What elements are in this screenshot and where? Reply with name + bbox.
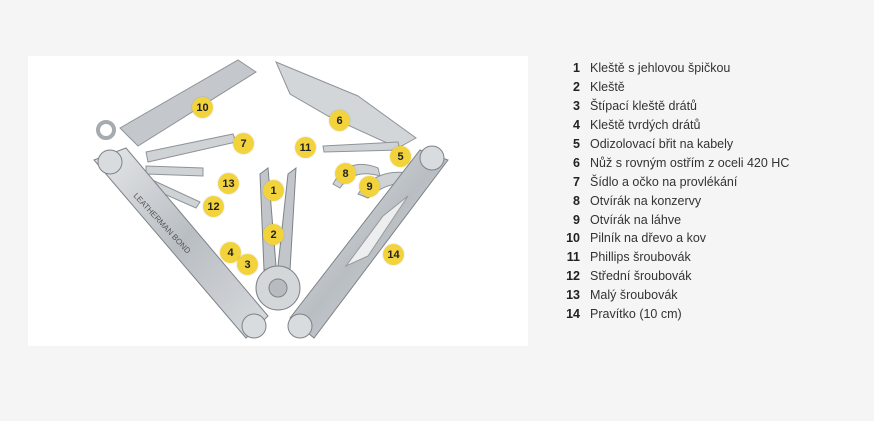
callout-9: 9 — [359, 176, 380, 197]
legend-item: 2 Kleště — [546, 78, 789, 97]
legend-number: 14 — [566, 307, 580, 322]
legend-item: 6 Nůž s rovným ostřím z oceli 420 HC — [546, 153, 789, 172]
callout-3: 3 — [237, 254, 258, 275]
legend-number: 12 — [566, 269, 580, 284]
legend-number: 13 — [566, 288, 580, 303]
ruler-edge — [344, 195, 409, 268]
callout-12: 12 — [203, 196, 224, 217]
legend-label: Odizolovací břit na kabely — [590, 137, 734, 151]
callout-2: 2 — [263, 224, 284, 245]
legend-label: Kleště — [590, 80, 625, 95]
legend-label: Střední šroubovák — [590, 269, 692, 284]
callout-5: 5 — [390, 146, 411, 167]
legend-number: 3 — [573, 99, 580, 114]
callout-8: 8 — [335, 163, 356, 184]
legend-label: Kleště s jehlovou špičkou — [590, 61, 731, 76]
legend-item: 12 Střední šroubovák — [546, 267, 789, 286]
legend-number: 9 — [573, 212, 580, 227]
parts-legend: 1 Kleště s jehlovou špičkou 2 Kleště 3 Štípac… — [546, 59, 789, 323]
callout-11: 11 — [295, 137, 316, 158]
legend-label: Štípací kleště drátů — [590, 99, 698, 114]
legend-item: 9 Otvírák na láhve — [546, 210, 789, 229]
legend-item: 13 Malý šroubovák — [546, 286, 789, 305]
legend-item: 5 Odizolovací břit na kabely — [546, 135, 789, 154]
legend-item: 7 Šídlo a očko na provlékání — [546, 172, 789, 191]
left-handle-pivot — [97, 149, 123, 175]
right-handle-bottom-pivot — [287, 313, 313, 339]
phillips-tool — [322, 141, 401, 153]
legend-number: 2 — [573, 80, 580, 95]
legend-label: Otvírák na láhve — [590, 212, 682, 227]
knife-blade — [275, 61, 417, 149]
legend-item: 8 Otvírák na konzervy — [546, 191, 789, 210]
callout-6: 6 — [329, 110, 350, 131]
plier-pivot-center — [268, 278, 288, 298]
callout-7: 7 — [233, 133, 254, 154]
awl-tool — [145, 133, 237, 163]
right-handle-pivot — [419, 145, 445, 171]
legend-item: 14 Pravítko (10 cm) — [546, 305, 789, 324]
lanyard-ring — [96, 120, 116, 140]
legend-label: Malý šroubovák — [590, 288, 678, 303]
legend-number: 5 — [573, 137, 580, 151]
legend-label: Pilník na dřevo a kov — [590, 231, 707, 246]
legend-label: Šídlo a očko na provlékání — [590, 174, 738, 189]
left-handle-bottom-pivot — [241, 313, 267, 339]
callout-13: 13 — [218, 173, 239, 194]
legend-number: 1 — [573, 61, 580, 76]
legend-number: 4 — [573, 118, 580, 133]
legend-label: Nůž s rovným ostřím z oceli 420 HC — [590, 155, 790, 170]
callout-1: 1 — [263, 180, 284, 201]
legend-number: 8 — [573, 193, 580, 208]
legend-label: Phillips šroubovák — [590, 250, 691, 265]
callout-4: 4 — [220, 242, 241, 263]
multitool-illustration: LEATHERMAN BOND — [93, 59, 449, 339]
callout-14: 14 — [383, 244, 404, 265]
legend-item: 3 Štípací kleště drátů — [546, 97, 789, 116]
legend-item: 1 Kleště s jehlovou špičkou — [546, 59, 789, 78]
legend-item: 4 Kleště tvrdých drátů — [546, 116, 789, 135]
legend-number: 6 — [573, 155, 580, 170]
legend-item: 10 Pilník na dřevo a kov — [546, 229, 789, 248]
callout-10: 10 — [192, 97, 213, 118]
legend-label: Kleště tvrdých drátů — [590, 118, 701, 133]
legend-item: 11 Phillips šroubovák — [546, 248, 789, 267]
legend-number: 10 — [566, 231, 580, 246]
legend-number: 11 — [566, 250, 580, 265]
legend-number: 7 — [573, 174, 580, 189]
legend-label: Pravítko (10 cm) — [590, 307, 682, 322]
legend-label: Otvírák na konzervy — [590, 193, 702, 208]
multitool-photo: LEATHERMAN BOND 10 6 7 11 5 8 9 1 13 12 … — [28, 56, 528, 346]
file-tool — [119, 59, 257, 147]
screwdriver-tool — [145, 165, 204, 177]
